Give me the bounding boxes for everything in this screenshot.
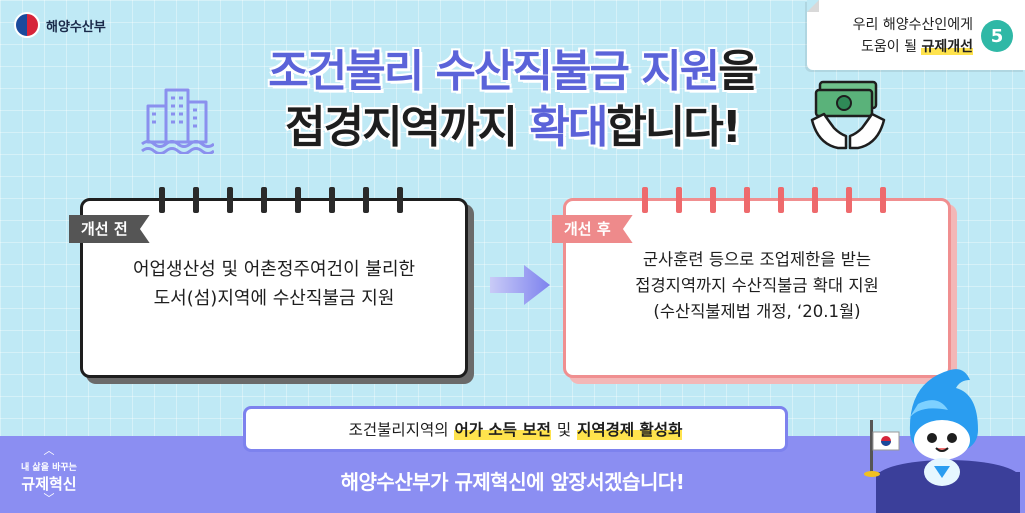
regulation-logo-top: 내 삶을 바꾸는 (21, 463, 77, 473)
title-line1-accent: 조건불리 수산직불금 지원 (268, 46, 720, 97)
binder-ring (295, 187, 301, 213)
binder-ring (710, 187, 716, 213)
page-title: 조건불리 수산직불금 지원을 접경지역까지 확대합니다! (0, 44, 1025, 156)
before-text: 어업생산성 및 어촌정주여건이 불리한 도서(섬)지역에 수산직불금 지원 (83, 255, 465, 313)
after-line1: 군사훈련 등으로 조업제한을 받는 (642, 250, 872, 269)
binder-rings (159, 187, 403, 213)
footer-text: 해양수산부가 규제혁신에 앞장서겠습니다! (340, 470, 685, 494)
binder-ring (227, 187, 233, 213)
building-icon (141, 88, 214, 154)
badge-line1: 우리 해양수산인에게 (852, 17, 973, 33)
badge-line2-highlight: 규제개선 (921, 39, 973, 55)
summary-prefix: 조건불리지역의 (348, 421, 449, 439)
title-line2-accent: 확대 (529, 102, 608, 153)
after-line2: 접경지역까지 수산직불금 확대 지원 (635, 276, 879, 295)
title-line2: 접경지역까지 확대합니다! (0, 100, 1025, 156)
after-text: 군사훈련 등으로 조업제한을 받는 접경지역까지 수산직불금 확대 지원 (수산… (566, 247, 948, 325)
series-badge: 우리 해양수산인에게 도움이 될 규제개선 5 (807, 0, 1025, 70)
binder-ring (329, 187, 335, 213)
binder-ring (778, 187, 784, 213)
arrow-right-icon (490, 265, 550, 305)
regulation-logo: ︿ 내 삶을 바꾸는 규제혁신 ﹀ (14, 444, 84, 505)
after-line3: (수산직불제법 개정, ‘20.1월) (653, 302, 861, 321)
summary-highlight2: 지역경제 활성화 (577, 418, 683, 440)
binder-ring (363, 187, 369, 213)
binder-ring (159, 187, 165, 213)
after-tag: 개선 후 (552, 215, 633, 243)
mascot-illustration (864, 369, 1020, 513)
summary-box: 조건불리지역의 어가 소득 보전 및 지역경제 활성화 (243, 406, 788, 452)
org-name: 해양수산부 (46, 19, 106, 35)
page-fold (807, 0, 819, 12)
binder-ring (676, 187, 682, 213)
before-tag: 개선 전 (69, 215, 150, 243)
binder-ring (812, 187, 818, 213)
summary-highlight1: 어가 소득 보전 (454, 418, 551, 440)
title-line1-rest: 을 (718, 46, 759, 97)
binder-ring (880, 187, 886, 213)
title-line1: 조건불리 수산직불금 지원을 (0, 44, 1025, 100)
badge-line2: 도움이 될 규제개선 (861, 36, 973, 56)
title-line2-end: 합니다! (606, 102, 742, 153)
binder-ring (744, 187, 750, 213)
before-line2: 도서(섬)지역에 수산직불금 지원 (153, 288, 395, 309)
binder-ring (261, 187, 267, 213)
after-card: 개선 후 군사훈련 등으로 조업제한을 받는 접경지역까지 수산직불금 확대 지… (552, 187, 951, 378)
binder-ring (642, 187, 648, 213)
chevron-down-icon: ﹀ (43, 492, 55, 505)
summary-middle: 및 (556, 421, 572, 439)
regulation-logo-main: 규제혁신 (21, 475, 77, 493)
binder-rings (642, 187, 886, 213)
before-line1: 어업생산성 및 어촌정주여건이 불리한 (132, 259, 416, 280)
binder-ring (397, 187, 403, 213)
chevron-up-icon: ︿ (43, 444, 55, 457)
money-hands-icon (810, 80, 886, 150)
binder-ring (193, 187, 199, 213)
before-card: 개선 전 어업생산성 및 어촌정주여건이 불리한 도서(섬)지역에 수산직불금 … (69, 187, 468, 378)
badge-line2-prefix: 도움이 될 (861, 39, 922, 55)
title-line2-start: 접경지역까지 (285, 102, 530, 153)
taegeuk-icon (14, 12, 40, 38)
badge-number: 5 (981, 20, 1013, 52)
binder-ring (846, 187, 852, 213)
ministry-logo: 해양수산부 (14, 12, 106, 38)
